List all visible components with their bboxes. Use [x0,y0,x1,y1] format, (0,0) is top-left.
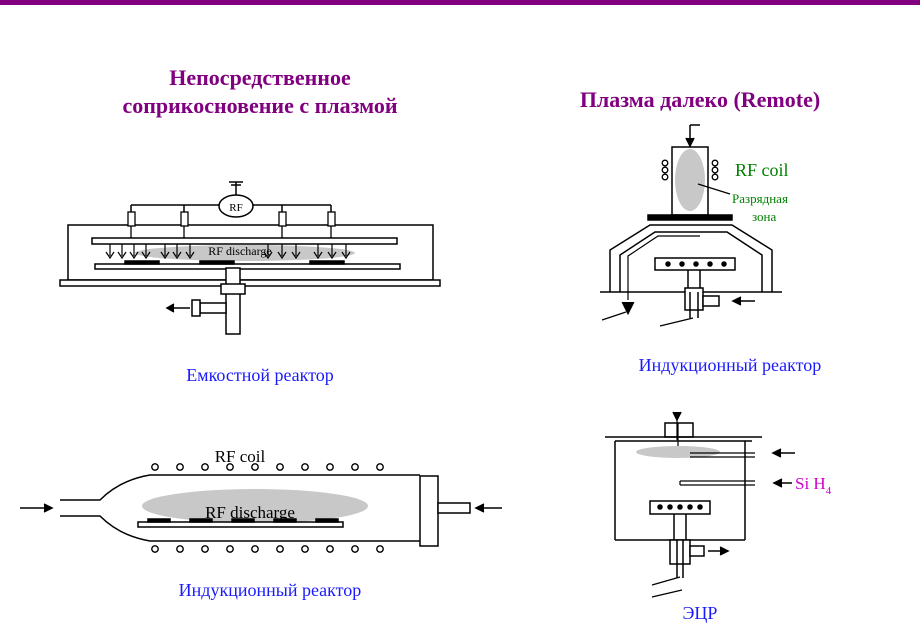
capacitive-base-plate [59,279,441,287]
substrate [199,260,235,265]
rf-coil-label-remote: RF coil [735,160,789,180]
rf-discharge-label-capacitive: RF discharge [208,244,271,258]
ecr-pump-port [689,545,705,557]
caption-inductive-reactor-tube: Индукционный реактор [178,580,362,600]
top-divider [0,0,920,5]
remote-chamber-outer [609,224,773,292]
silane-label: Si H4 [795,474,832,497]
tube-end-flange [419,475,439,547]
ecr-plasma [636,446,720,458]
caption-capacitive-reactor: Емкостной реактор [186,365,334,385]
remote-plasma [675,149,705,211]
heading-direct-contact: Непосредственное соприкосновение с плазм… [40,64,480,120]
ecr-reactor-diagram [605,411,795,598]
discharge-zone-pointer [697,183,731,195]
heading-direct-contact-line2: соприкосновение с плазмой [122,93,398,118]
rf-coil-label-tube: RF coil [215,447,266,466]
tube-bottom-wall [60,515,420,542]
tube-outlet-pipe [437,502,471,514]
discharge-zone-label-line2: зона [752,209,777,224]
gas-inlet-arrows [105,244,351,260]
remote-top-plate [647,214,733,221]
ecr-waveguide [664,422,694,438]
heading-remote-plasma: Плазма далеко (Remote) [579,87,821,112]
discharge-zone-label-line1: Разрядная [732,191,788,206]
capacitive-lower-electrode [94,263,401,270]
rf-generator-label: RF [229,202,242,214]
capacitive-reactor-diagram [59,181,441,335]
remote-chamber-inner [619,231,763,292]
substrate [309,260,345,265]
capacitive-pump-port [199,302,227,314]
inductive-tube-diagram [20,463,502,553]
rf-coil-top [151,463,384,471]
remote-pump-port [702,295,720,307]
heading-direct-contact-line1: Непосредственное [169,65,351,90]
rf-coil-bottom [151,545,384,553]
caption-ecr-reactor: ЭЦР [682,603,718,623]
rf-discharge-label-tube: RF discharge [205,503,295,522]
remote-gas-line [627,235,700,300]
ecr-shaft [669,539,691,565]
capacitive-shaft [225,267,241,335]
caption-inductive-reactor-remote: Индукционный реактор [638,355,822,375]
remote-rf-coil [661,159,719,181]
substrate [124,260,160,265]
tube-plasma [142,489,368,523]
remote-shaft [684,287,704,311]
remote-inductive-diagram [600,124,782,327]
capacitive-upper-electrode [91,237,398,245]
tube-top-wall [60,474,420,501]
